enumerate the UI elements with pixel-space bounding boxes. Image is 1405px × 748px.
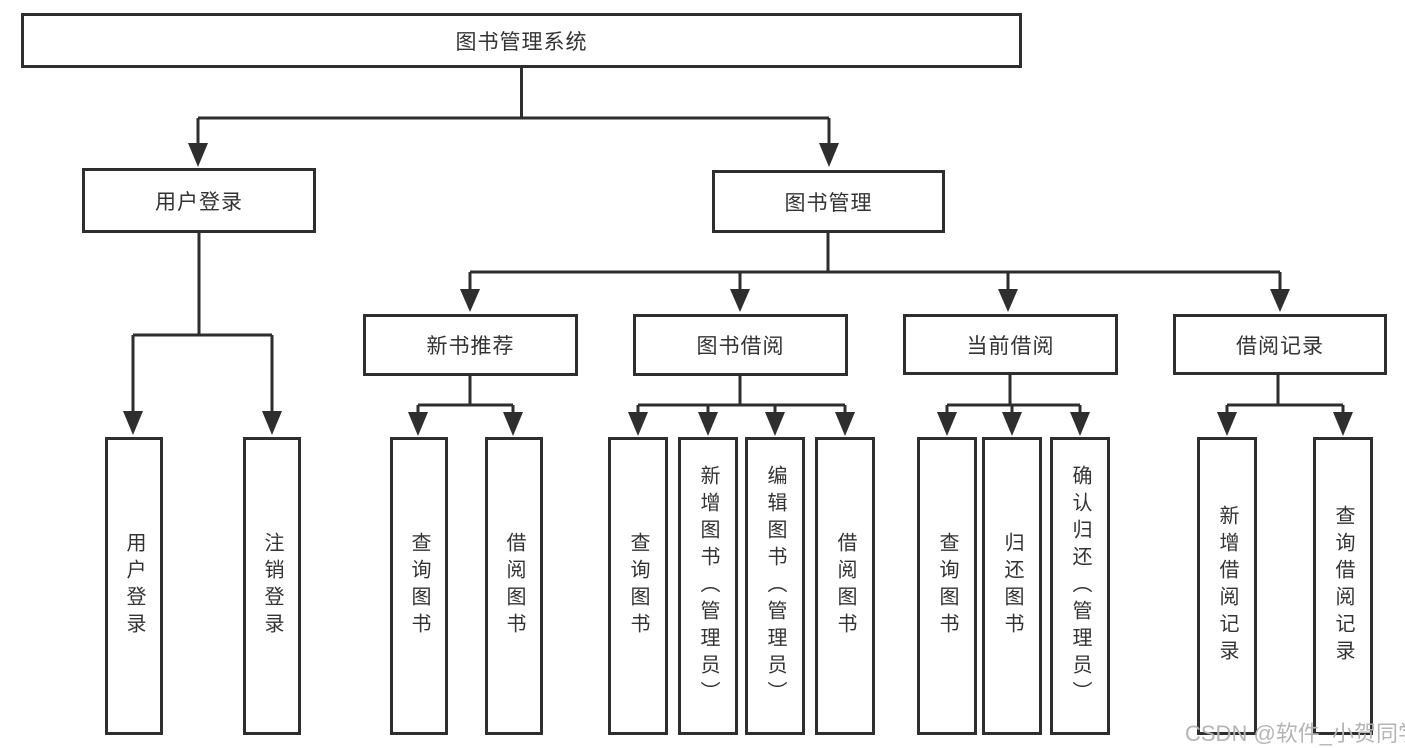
node-label: 确认归还（管理员） <box>1069 464 1091 708</box>
arrowhead-icon <box>123 411 143 435</box>
leaf-confirm-return-admin: 确认归还（管理员） <box>1050 437 1110 735</box>
leaf-query-borrow-record: 查询借阅记录 <box>1313 437 1373 735</box>
arrowhead-icon <box>1270 289 1290 312</box>
leaf-query-books-3: 查询图书 <box>917 437 977 735</box>
leaf-add-book-admin: 新增图书（管理员） <box>678 437 738 735</box>
leaf-query-books-1: 查询图书 <box>390 437 448 735</box>
leaf-query-books-2: 查询图书 <box>608 437 668 735</box>
arrowhead-icon <box>262 411 282 435</box>
node-label: 图书借阅 <box>696 335 785 358</box>
arrowhead-icon <box>765 412 785 436</box>
node-label: 当前借阅 <box>966 334 1055 358</box>
node-borrow-records: 借阅记录 <box>1173 314 1387 375</box>
leaf-edit-book-admin: 编辑图书（管理员） <box>745 437 805 735</box>
leaf-add-borrow-record: 新增借阅记录 <box>1197 437 1257 735</box>
arrowhead-icon <box>698 412 718 436</box>
arrowhead-icon <box>628 412 648 436</box>
arrowhead-icon <box>730 289 750 312</box>
node-label: 借阅图书 <box>503 532 525 640</box>
arrowhead-icon <box>460 289 480 312</box>
node-user-login-branch: 用户登录 <box>82 168 316 233</box>
leaf-return-book: 归还图书 <box>982 437 1042 735</box>
arrowhead-icon <box>937 412 957 436</box>
leaf-borrow-books-1: 借阅图书 <box>485 437 543 735</box>
node-label: 查询图书 <box>408 532 430 640</box>
leaf-user-login: 用户登录 <box>105 437 163 735</box>
node-book-borrow: 图书借阅 <box>633 314 848 376</box>
node-label: 图书管理 <box>784 191 873 215</box>
node-label: 查询图书 <box>627 532 649 640</box>
node-label: 新增图书（管理员） <box>697 464 719 708</box>
node-label: 图书管理系统 <box>455 30 588 54</box>
node-label: 归还图书 <box>1001 532 1023 640</box>
leaf-logout: 注销登录 <box>243 437 301 735</box>
node-book-management-branch: 图书管理 <box>712 170 945 233</box>
arrowhead-icon <box>188 143 208 167</box>
node-current-borrow: 当前借阅 <box>903 314 1118 375</box>
node-label: 用户登录 <box>123 532 145 640</box>
node-label: 查询借阅记录 <box>1332 505 1354 667</box>
node-label: 用户登录 <box>155 190 243 214</box>
node-label: 编辑图书（管理员） <box>764 464 786 708</box>
watermark: CSDN @软件_小贺同学 <box>1185 721 1405 746</box>
arrowhead-icon <box>1333 412 1353 436</box>
arrowhead-icon <box>819 143 839 167</box>
node-label: 借阅记录 <box>1236 334 1324 358</box>
node-label: 借阅图书 <box>834 532 856 640</box>
node-label: 新书推荐 <box>426 335 515 358</box>
node-new-book-recommend: 新书推荐 <box>363 314 578 376</box>
arrowhead-icon <box>998 289 1018 312</box>
arrowhead-icon <box>1217 412 1237 436</box>
node-system-root: 图书管理系统 <box>21 13 1022 68</box>
node-label: 新增借阅记录 <box>1216 505 1238 667</box>
arrowhead-icon <box>835 412 855 436</box>
node-label: 注销登录 <box>261 532 283 640</box>
arrowhead-icon <box>1002 412 1022 436</box>
arrowhead-icon <box>408 412 428 436</box>
arrowhead-icon <box>1070 412 1090 436</box>
arrowhead-icon <box>503 412 523 436</box>
leaf-borrow-books-2: 借阅图书 <box>815 437 875 735</box>
node-label: 查询图书 <box>936 532 958 640</box>
